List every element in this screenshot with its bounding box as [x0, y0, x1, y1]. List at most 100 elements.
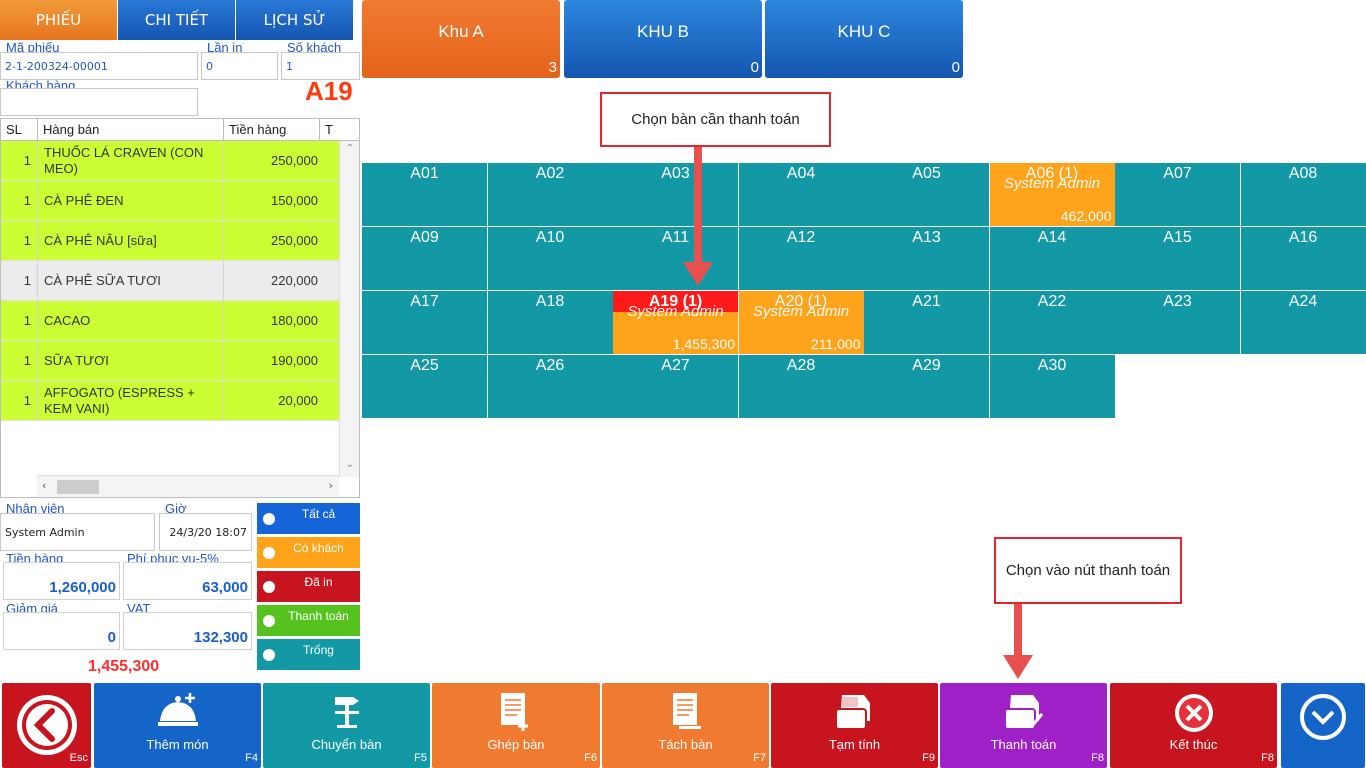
order-item-price: 150,000: [271, 193, 318, 208]
table-name: A12: [786, 229, 816, 246]
order-item-name: CÀ PHÊ NÂU [sữa]: [38, 221, 224, 260]
table-cell[interactable]: A04: [738, 163, 864, 226]
table-cell[interactable]: A09: [362, 227, 487, 290]
table-cell[interactable]: A07: [1115, 163, 1240, 226]
guest-count-value[interactable]: 1: [281, 52, 360, 80]
customer-input[interactable]: [0, 88, 198, 116]
scroll-down-icon[interactable]: ⌄: [345, 459, 355, 470]
order-item-price: 180,000: [271, 313, 318, 328]
table-cell[interactable]: A26: [487, 355, 613, 418]
order-qty: 1: [1, 381, 38, 420]
btn-0-back[interactable]: Esc: [2, 683, 91, 768]
btn-8-more[interactable]: [1281, 683, 1365, 768]
shortcut-key: F4: [245, 752, 258, 764]
tab-chi-tiet[interactable]: CHI TIẾT: [118, 0, 235, 40]
table-name: A08: [1288, 165, 1318, 182]
table-name: A21: [912, 293, 941, 310]
table-name: A13: [912, 229, 941, 246]
table-name: A17: [410, 293, 439, 310]
table-cell[interactable]: A05: [864, 163, 989, 226]
zone-name: KHU B: [637, 22, 689, 41]
table-cell[interactable]: A15: [1115, 227, 1240, 290]
filter-1[interactable]: Có khách: [257, 537, 360, 568]
table-cell[interactable]: A13: [864, 227, 989, 290]
table-cell[interactable]: A17: [362, 291, 487, 354]
table-amount: 211,000: [810, 336, 861, 352]
table-cell[interactable]: A02: [487, 163, 613, 226]
horizontal-scrollbar[interactable]: ‹ ›: [37, 475, 339, 497]
arrow-to-pay: [1014, 604, 1022, 656]
table-cell[interactable]: A11: [613, 227, 738, 290]
table-cell[interactable]: A21: [864, 291, 989, 354]
scroll-up-icon[interactable]: ⌃: [345, 143, 355, 154]
table-cell[interactable]: A29: [864, 355, 989, 418]
print-count-value[interactable]: 0: [201, 52, 278, 80]
table-cell[interactable]: A25: [362, 355, 487, 418]
tab-phieu[interactable]: PHIẾU: [0, 0, 117, 40]
order-item-price: 250,000: [271, 153, 318, 168]
filter-2[interactable]: Đã in: [257, 571, 360, 602]
table-cell[interactable]: A27: [613, 355, 738, 418]
col-qty[interactable]: SL: [1, 119, 38, 140]
table-cell[interactable]: A08: [1240, 163, 1366, 226]
scroll-left-icon[interactable]: ‹: [42, 479, 47, 492]
table-cell[interactable]: A16: [1240, 227, 1366, 290]
filter-4[interactable]: Trống: [257, 639, 360, 670]
filter-0[interactable]: Tất cả: [257, 503, 360, 534]
col-extra[interactable]: T: [325, 122, 333, 137]
table-cell[interactable]: A18: [487, 291, 613, 354]
col-amount[interactable]: Tiền hàng: [224, 119, 320, 140]
scroll-thumb[interactable]: [57, 480, 99, 494]
table-cell[interactable]: A28: [738, 355, 864, 418]
ticket-code-label: Mã phiếu: [6, 40, 60, 55]
radio-icon[interactable]: [263, 513, 275, 525]
vertical-scrollbar[interactable]: ⌃ ⌄: [339, 141, 359, 477]
radio-icon[interactable]: [263, 547, 275, 559]
table-cell[interactable]: A03: [613, 163, 738, 226]
table-cell[interactable]: A10: [487, 227, 613, 290]
table-name: A16: [1288, 229, 1318, 246]
table-name: A09: [410, 229, 439, 246]
table-cell[interactable]: A23: [1115, 291, 1240, 354]
col-item[interactable]: Hàng bán: [38, 119, 224, 140]
radio-icon[interactable]: [263, 581, 275, 593]
table-cell[interactable]: A30: [989, 355, 1115, 418]
ticket-code-value[interactable]: 2-1-200324-00001: [0, 52, 198, 80]
table-cell[interactable]: A24: [1240, 291, 1366, 354]
table-cell[interactable]: A22: [989, 291, 1115, 354]
scroll-right-icon[interactable]: ›: [328, 479, 333, 492]
table-cell[interactable]: A14: [989, 227, 1115, 290]
grand-total: 1,455,300: [88, 658, 160, 675]
table-amount: 1,455,300: [672, 336, 735, 352]
radio-icon[interactable]: [263, 615, 275, 627]
filter-3[interactable]: Thanh toán: [257, 605, 360, 636]
shortcut-key: Esc: [69, 752, 88, 764]
zone-count: 3: [548, 59, 557, 76]
tab-lich-su[interactable]: LỊCH SỬ: [236, 0, 353, 40]
table-name: A04: [786, 165, 816, 182]
radio-icon[interactable]: [263, 649, 275, 661]
table-cell[interactable]: A01: [362, 163, 487, 226]
table-cell[interactable]: A12: [738, 227, 864, 290]
btn-label: Ghép bàn: [487, 737, 545, 752]
